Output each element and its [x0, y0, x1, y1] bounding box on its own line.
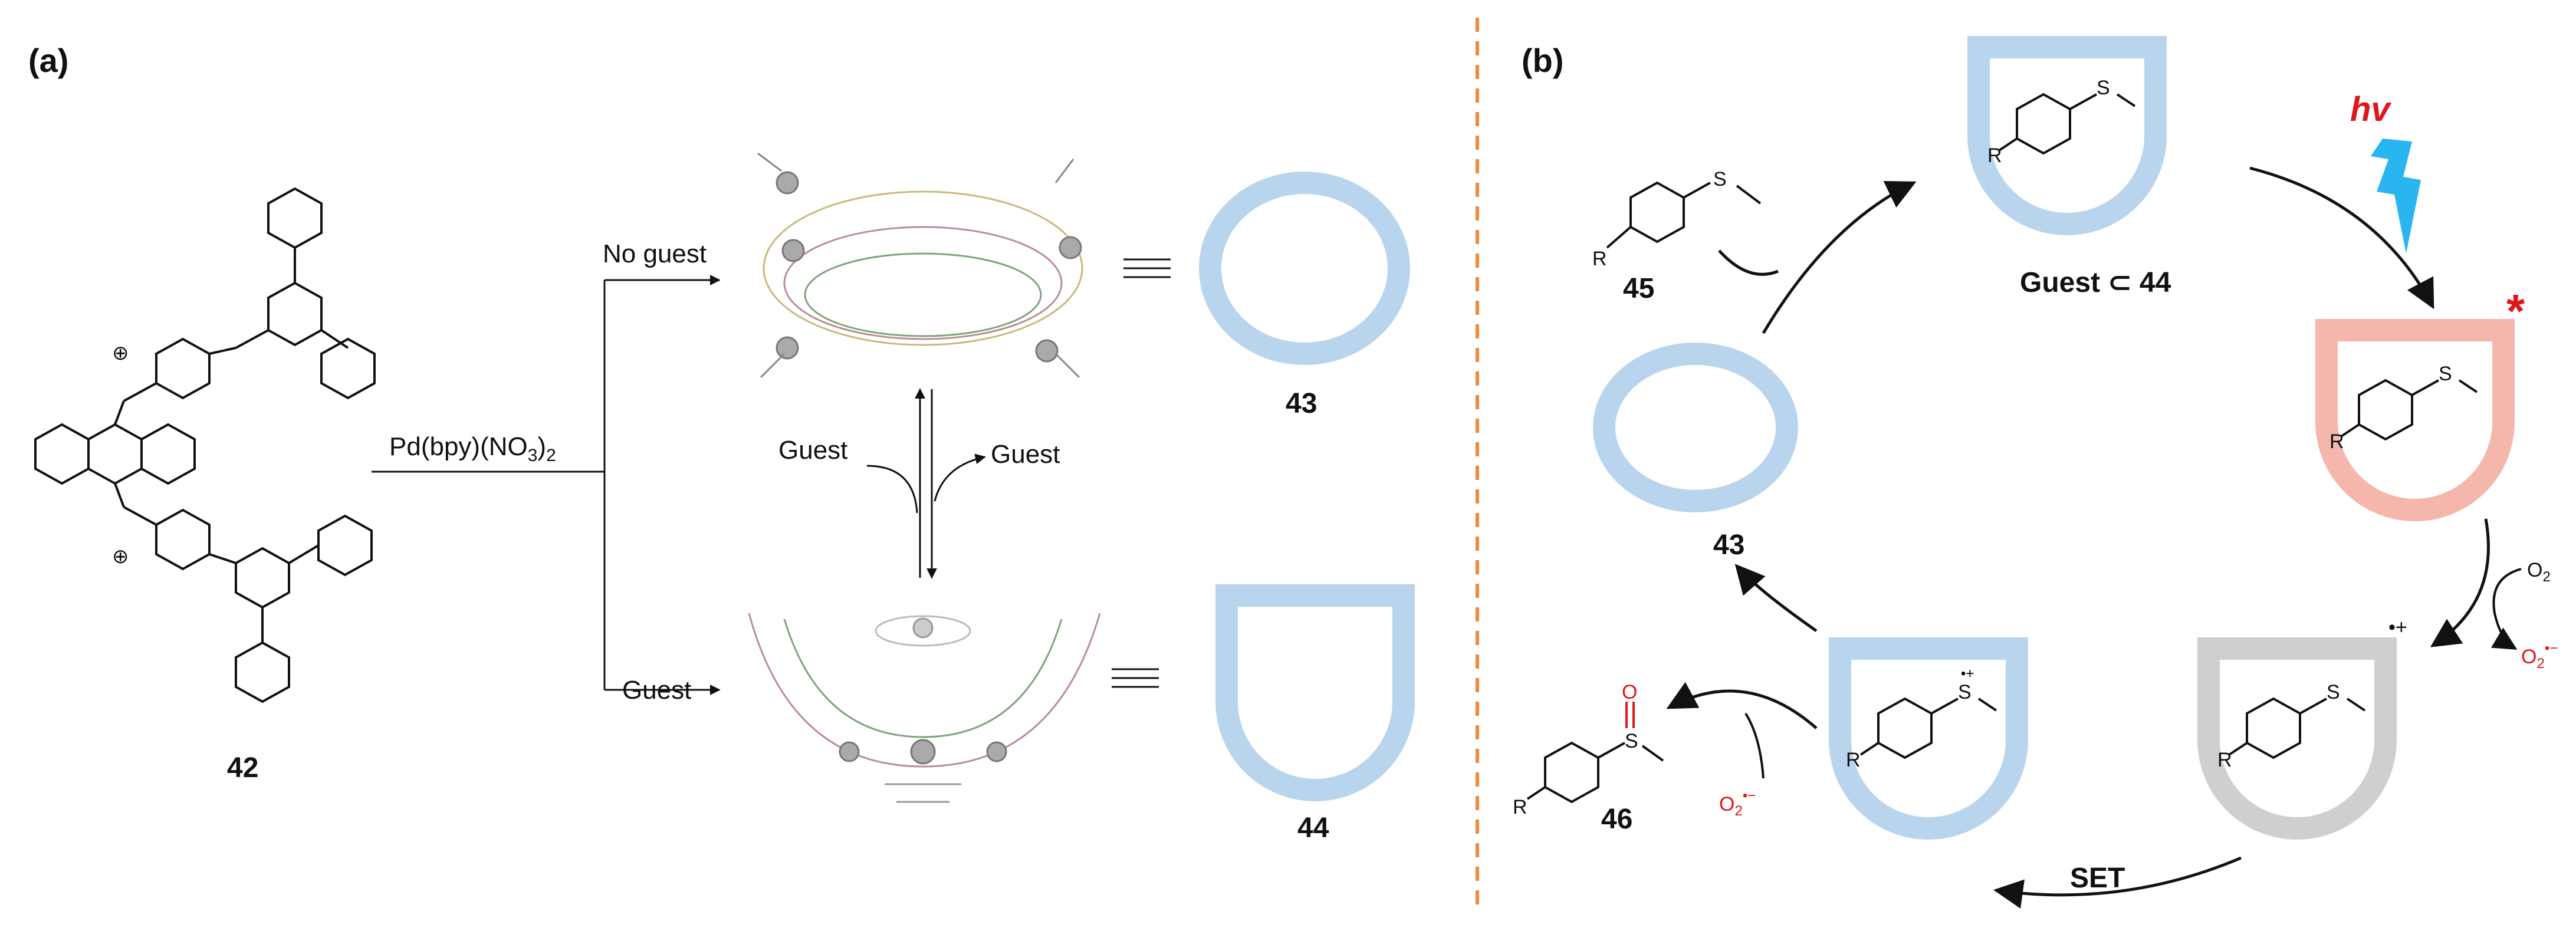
sulfur-cation: S [1958, 681, 1972, 703]
panel-b-label: (b) [1522, 42, 1564, 79]
superoxide-hook [1744, 712, 1765, 779]
superoxide-label-left: O2•− [1719, 788, 1756, 819]
guest-eq-right: Guest [991, 440, 1060, 469]
guest-cation-cage [1829, 637, 2028, 840]
reagent-label: Pd(bpy)(NO3)2 [389, 432, 556, 465]
cage-43-label: 43 [1286, 388, 1317, 419]
product-46-label: 46 [1601, 804, 1632, 835]
cage-44-bowl [1215, 584, 1415, 801]
r-group-radical: R [2217, 749, 2232, 771]
identity-signs [1112, 258, 1171, 688]
r-group-cation: R [1846, 749, 1861, 771]
compound-42-label: 42 [227, 752, 258, 784]
no-guest-label: No guest [603, 239, 707, 268]
equilibrium-arrows [866, 388, 986, 579]
excited-guest [2340, 379, 2478, 441]
guest-eq-left: Guest [778, 436, 847, 465]
r-group-complex: R [1987, 144, 2002, 167]
ligand-42-structure [34, 187, 376, 703]
oxo-46: O [1622, 681, 1637, 703]
radical-guest [2228, 697, 2366, 759]
set-arrow [1993, 856, 2242, 909]
branch-lines [372, 275, 721, 695]
oxygen-label: O2 [2527, 559, 2551, 585]
crystal-structure-open [757, 152, 1083, 379]
sulfur-complex: S [2097, 77, 2110, 99]
svg-text:⊕: ⊕ [112, 342, 129, 364]
crystal-structure-bowl [748, 613, 1101, 803]
cage-44-label: 44 [1297, 812, 1329, 844]
lightning-icon [2371, 139, 2421, 254]
cage-43-ring [1199, 172, 1410, 365]
cycle-cage-43 [1593, 343, 1798, 512]
superoxide-label-right: O2•− [2521, 640, 2558, 672]
sulfur-excited: S [2439, 363, 2452, 385]
light-label: hv [2350, 90, 2391, 129]
complex-label: Guest ⊂ 44 [2020, 267, 2171, 298]
substrate-45-structure [1606, 181, 1762, 249]
product-arrow [1666, 682, 1818, 729]
product-46-structure [1526, 702, 1664, 804]
radical-cage [2197, 637, 2397, 840]
sulfur-45: S [1713, 168, 1727, 190]
set-label: SET [2070, 863, 2125, 894]
ligand-42-atoms: S ⊕ ⊕ [112, 342, 129, 568]
complex-cage [1967, 36, 2167, 235]
guest-label-bottom: Guest [622, 676, 691, 705]
r-group-45: R [1592, 248, 1607, 270]
excited-cage [2315, 319, 2515, 521]
cycle-arrows [1718, 166, 2490, 647]
radical-cation-charge: •+ [2388, 616, 2407, 639]
r-group-46: R [1513, 796, 1527, 818]
sulfur-radical: S [2327, 681, 2340, 703]
substrate-45-label: 45 [1623, 273, 1654, 304]
sulfur-46: S [1625, 730, 1638, 752]
complex-guest [1998, 93, 2136, 155]
cation-guest [1859, 697, 1997, 759]
excited-asterisk: * [2506, 285, 2525, 337]
oxygen-arrow [2490, 568, 2522, 650]
svg-text:⊕: ⊕ [112, 545, 129, 568]
cation-charge: •+ [1961, 666, 1974, 682]
cycle-cage-43-label: 43 [1713, 529, 1744, 561]
r-group-excited: R [2329, 430, 2344, 453]
panel-a-label: (a) [28, 42, 68, 79]
